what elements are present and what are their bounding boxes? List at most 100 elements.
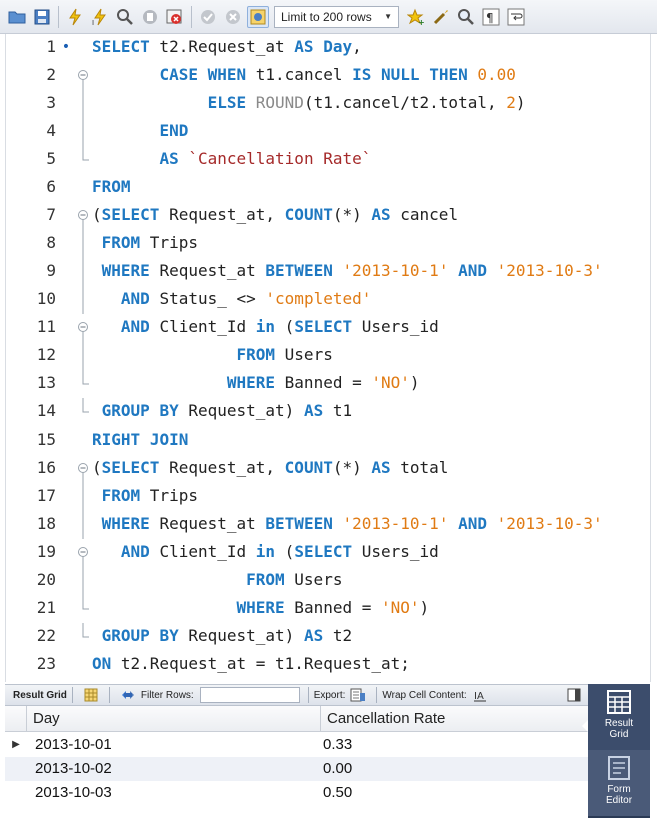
- indent: [92, 65, 159, 84]
- editor-line[interactable]: 18 WHERE Request_at BETWEEN '2013-10-1' …: [6, 511, 652, 539]
- fold-line-icon: [76, 90, 90, 118]
- svg-text:¶: ¶: [486, 11, 494, 25]
- editor-line[interactable]: 19 AND Client_Id in (SELECT Users_id: [6, 539, 652, 567]
- fold-toggle-icon[interactable]: [76, 539, 90, 567]
- sql-keyword: RIGHT: [92, 430, 141, 449]
- sql-keyword: AS: [303, 401, 324, 420]
- fold-toggle-icon[interactable]: [76, 202, 90, 230]
- export-icon[interactable]: [350, 687, 366, 703]
- form-editor-view-label: Form Editor: [605, 784, 633, 806]
- editor-line[interactable]: 1•SELECT t2.Request_at AS Day,: [6, 34, 652, 60]
- sql-token: ,: [352, 37, 362, 56]
- editor-line[interactable]: 2 CASE WHEN t1.cancel IS NULL THEN 0.00: [6, 62, 652, 90]
- indent: [92, 486, 102, 505]
- fold-toggle-icon[interactable]: [76, 314, 90, 342]
- wrap-cell-icon[interactable]: IA: [472, 687, 488, 703]
- sql-editor[interactable]: 1•SELECT t2.Request_at AS Day,2 CASE WHE…: [5, 34, 651, 682]
- line-number: 8: [46, 233, 56, 252]
- table-row[interactable]: 2013-10-02 0.00: [5, 757, 588, 781]
- editor-line[interactable]: 12 FROM Users: [6, 342, 652, 370]
- result-toolbar: Result Grid Filter Rows: Export: Wrap Ce…: [5, 684, 588, 706]
- execute-current-icon[interactable]: I: [89, 6, 111, 28]
- sql-token: ): [409, 373, 420, 392]
- editor-line[interactable]: 10 AND Status_ <> 'completed': [6, 286, 652, 314]
- cell-day[interactable]: 2013-10-01: [35, 736, 112, 753]
- cell-cancellation-rate[interactable]: 0.00: [323, 760, 353, 777]
- editor-line[interactable]: 20 FROM Users: [6, 567, 652, 595]
- sql-token: Users: [284, 570, 343, 589]
- cell-day[interactable]: 2013-10-03: [35, 784, 112, 801]
- code-text: WHERE Request_at BETWEEN '2013-10-1' AND…: [92, 258, 603, 284]
- cell-cancellation-rate[interactable]: 0.50: [323, 784, 353, 801]
- result-grid[interactable]: Day Cancellation Rate ▶ 2013-10-01 0.33 …: [5, 706, 588, 818]
- table-row[interactable]: 2013-10-03 0.50: [5, 781, 588, 805]
- editor-line[interactable]: 17 FROM Trips: [6, 483, 652, 511]
- bookmark-icon[interactable]: +: [405, 6, 427, 28]
- column-header-day[interactable]: Day: [27, 706, 321, 732]
- save-icon[interactable]: [31, 6, 53, 28]
- sql-keyword: in: [255, 542, 276, 561]
- table-row[interactable]: ▶ 2013-10-01 0.33: [5, 733, 588, 757]
- toggle-panel-icon[interactable]: [566, 687, 582, 703]
- result-grid-tab[interactable]: Result Grid: [13, 689, 67, 701]
- invisible-chars-icon[interactable]: ¶: [480, 6, 502, 28]
- fold-toggle-icon[interactable]: [76, 62, 90, 90]
- result-grid-view-button[interactable]: Result Grid: [582, 684, 650, 750]
- execute-icon[interactable]: [64, 6, 86, 28]
- fold-toggle-icon[interactable]: [76, 455, 90, 483]
- sql-token: Banned =: [284, 598, 381, 617]
- sql-keyword: SELECT: [92, 37, 150, 56]
- line-number: 5: [46, 149, 56, 168]
- grid-icon[interactable]: [83, 687, 99, 703]
- editor-line[interactable]: 21 WHERE Banned = 'NO'): [6, 595, 652, 621]
- line-number: 17: [36, 486, 56, 505]
- sql-token: ): [419, 598, 430, 617]
- wrap-icon[interactable]: [505, 6, 527, 28]
- find-icon[interactable]: [455, 6, 477, 28]
- filter-rows-input[interactable]: [199, 687, 300, 703]
- editor-line[interactable]: 5 AS `Cancellation Rate`: [6, 146, 652, 172]
- toggle-error-icon[interactable]: [164, 6, 186, 28]
- statement-marker-icon: •: [61, 39, 71, 55]
- sql-keyword: in: [255, 317, 276, 336]
- editor-line[interactable]: 16(SELECT Request_at, COUNT(*) AS total: [6, 455, 652, 483]
- cell-day[interactable]: 2013-10-02: [35, 760, 112, 777]
- stop-icon[interactable]: [139, 6, 161, 28]
- sql-token: (: [275, 317, 295, 336]
- sql-token: total: [390, 458, 449, 477]
- commit-icon[interactable]: [197, 6, 219, 28]
- column-header-cancellation-rate[interactable]: Cancellation Rate: [327, 710, 446, 727]
- editor-line[interactable]: 11 AND Client_Id in (SELECT Users_id: [6, 314, 652, 342]
- editor-line[interactable]: 8 FROM Trips: [6, 230, 652, 258]
- sql-token: Request_at): [178, 401, 304, 420]
- sql-keyword: WHERE: [236, 598, 285, 617]
- open-folder-icon[interactable]: [6, 6, 28, 28]
- autocommit-icon[interactable]: [247, 5, 269, 28]
- wrap-cell-label: Wrap Cell Content:: [382, 689, 467, 701]
- sql-token: Users: [275, 345, 333, 364]
- editor-line[interactable]: 7(SELECT Request_at, COUNT(*) AS cancel: [6, 202, 652, 230]
- code-text: FROM Users: [92, 567, 342, 593]
- editor-line[interactable]: 22 GROUP BY Request_at) AS t2: [6, 623, 652, 649]
- toolbar-separator: [71, 687, 73, 703]
- limit-rows-select[interactable]: Limit to 200 rows ▼: [274, 5, 399, 28]
- editor-line[interactable]: 9 WHERE Request_at BETWEEN '2013-10-1' A…: [6, 258, 652, 286]
- explain-icon[interactable]: [114, 6, 136, 28]
- editor-line[interactable]: 14 GROUP BY Request_at) AS t1: [6, 398, 652, 424]
- sql-token: t1.cancel: [246, 65, 353, 84]
- refresh-filter-icon[interactable]: [120, 687, 136, 703]
- rollback-icon[interactable]: [222, 6, 244, 28]
- editor-line[interactable]: 4 END: [6, 118, 652, 146]
- beautify-icon[interactable]: [430, 6, 452, 28]
- sql-token: [246, 93, 256, 112]
- cell-cancellation-rate[interactable]: 0.33: [323, 736, 353, 753]
- fold-line-icon: [76, 286, 90, 314]
- code-text: RIGHT JOIN: [92, 427, 188, 453]
- code-text: END: [92, 118, 188, 144]
- editor-line[interactable]: 13 WHERE Banned = 'NO'): [6, 370, 652, 396]
- editor-line[interactable]: 3 ELSE ROUND(t1.cancel/t2.total, 2): [6, 90, 652, 118]
- form-editor-view-button[interactable]: Form Editor: [588, 750, 650, 816]
